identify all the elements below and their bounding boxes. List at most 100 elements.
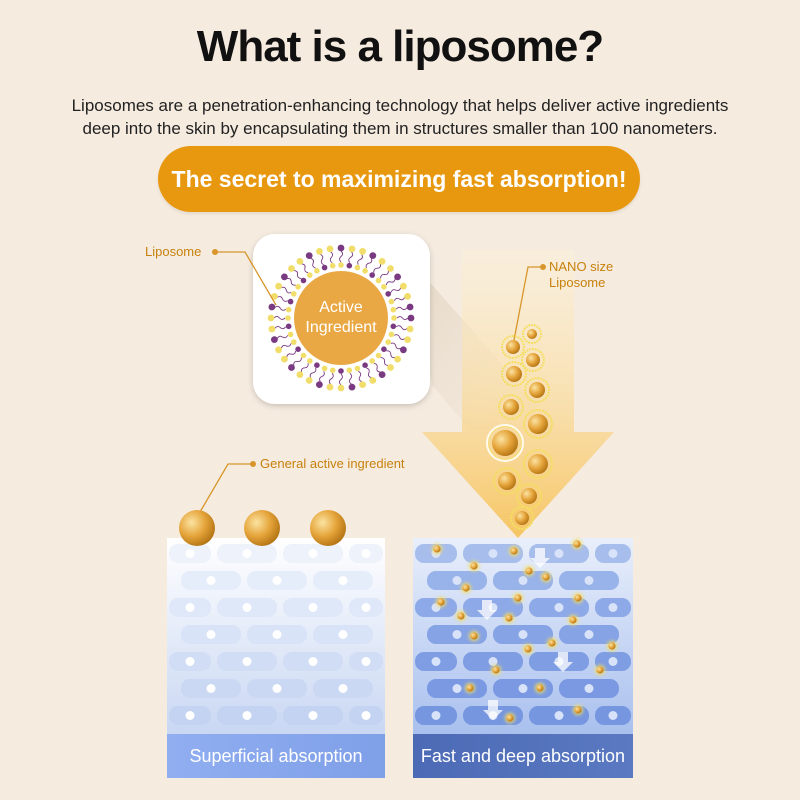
- lipid-dot: [550, 460, 553, 463]
- lipid-dot: [502, 351, 505, 354]
- lipid-head: [295, 284, 301, 290]
- lipid-head: [321, 365, 328, 372]
- lipid-dot: [508, 417, 511, 420]
- cell-nucleus: [608, 711, 618, 720]
- lipid-head: [285, 323, 292, 330]
- lipid-dot: [533, 476, 536, 479]
- lipid-dot: [538, 500, 541, 503]
- particle: [433, 545, 441, 553]
- lipid-dot: [533, 341, 536, 344]
- lipid-dot: [517, 384, 520, 387]
- lipid-head: [390, 323, 397, 330]
- lipid-dot: [550, 420, 553, 423]
- lipid-dot: [504, 338, 507, 341]
- particle: [470, 632, 478, 640]
- lipid-head: [296, 258, 304, 265]
- particle: [462, 584, 470, 592]
- cell-nucleus: [452, 576, 462, 585]
- lipid-dot: [530, 522, 533, 525]
- lipid-dot: [538, 327, 541, 330]
- particle: [514, 594, 522, 602]
- lipid-tail: [348, 251, 354, 263]
- particle: [505, 614, 513, 622]
- lipid-tail: [274, 305, 286, 311]
- lipid-head: [394, 355, 401, 363]
- cell-nucleus: [308, 711, 318, 720]
- lipid-dot: [521, 340, 524, 343]
- description-line-1: Liposomes are a penetration-enhancing te…: [71, 96, 729, 115]
- lipid-dot: [516, 472, 519, 475]
- lipid-dot: [531, 400, 534, 403]
- particle: [457, 612, 465, 620]
- lipid-dot: [531, 519, 534, 522]
- lipid-dot: [530, 511, 533, 514]
- lipid-dot: [544, 380, 548, 384]
- leader-dot: [540, 264, 546, 270]
- lipid-dot: [501, 492, 504, 495]
- nano-liposome-core: [528, 414, 548, 434]
- lipid-tail: [293, 270, 302, 279]
- lipid-dot: [536, 436, 539, 440]
- lipid-tail: [358, 370, 362, 383]
- lipid-dot: [547, 386, 550, 389]
- lipid-tail: [329, 251, 334, 264]
- nano-liposome-core: [503, 399, 519, 415]
- lipid-dot: [522, 330, 525, 333]
- lipid-dot: [502, 367, 505, 370]
- lipid-dot: [523, 388, 527, 392]
- lipid-dot: [500, 397, 504, 401]
- lipid-head: [378, 258, 386, 265]
- lipid-dot: [530, 323, 534, 327]
- lipid-dot: [536, 476, 539, 480]
- lipid-dot: [518, 397, 522, 401]
- lipid-dot: [521, 332, 525, 336]
- lipid-dot: [514, 489, 517, 492]
- nano-liposome: [523, 377, 551, 403]
- lipid-head: [378, 371, 386, 378]
- lipid-dot: [539, 335, 542, 338]
- nano-liposome-core: [506, 366, 522, 382]
- superficial-absorption-label: Superficial absorption: [189, 745, 363, 766]
- cell-nucleus: [272, 630, 282, 639]
- lipid-dot: [524, 372, 528, 376]
- lipid-dot: [546, 452, 549, 455]
- lipid-dot: [539, 492, 542, 495]
- lipid-dot: [525, 383, 528, 386]
- lipid-dot: [550, 425, 553, 428]
- lipid-dot: [539, 332, 543, 336]
- nano-liposome: [509, 505, 535, 531]
- particle: [574, 706, 582, 714]
- lipid-dot: [513, 524, 516, 527]
- lipid-dot: [520, 400, 523, 403]
- lipid-dot: [518, 527, 521, 530]
- lipid-dot: [526, 507, 529, 510]
- cell-nucleus: [308, 549, 318, 558]
- lipid-head: [287, 298, 294, 305]
- skin-cells-left: [169, 544, 383, 725]
- lipid-dot: [506, 382, 509, 385]
- leader-dot: [212, 249, 218, 255]
- lipid-dot: [506, 355, 509, 358]
- lipid-dot: [528, 324, 531, 327]
- lipid-tail: [320, 253, 324, 266]
- lipid-dot: [528, 509, 531, 512]
- lipid-head: [369, 252, 377, 259]
- particle: [573, 540, 581, 548]
- lipid-dot: [511, 361, 514, 364]
- lipid-tail: [273, 315, 286, 320]
- nano-liposome: [520, 347, 546, 373]
- lipid-dot: [526, 349, 529, 352]
- lipid-dot: [511, 394, 514, 397]
- lipid-dot: [539, 436, 542, 439]
- particle: [542, 573, 550, 581]
- lipid-dot: [518, 502, 522, 506]
- lipid-head: [404, 293, 411, 300]
- lipid-dot: [544, 396, 548, 400]
- cell-nucleus: [554, 549, 564, 558]
- particle: [574, 594, 582, 602]
- lipid-dot: [549, 457, 553, 460]
- nano-liposome-core: [498, 472, 516, 490]
- lipid-head: [285, 315, 291, 321]
- lipid-dot: [536, 340, 539, 343]
- particle: [524, 645, 532, 653]
